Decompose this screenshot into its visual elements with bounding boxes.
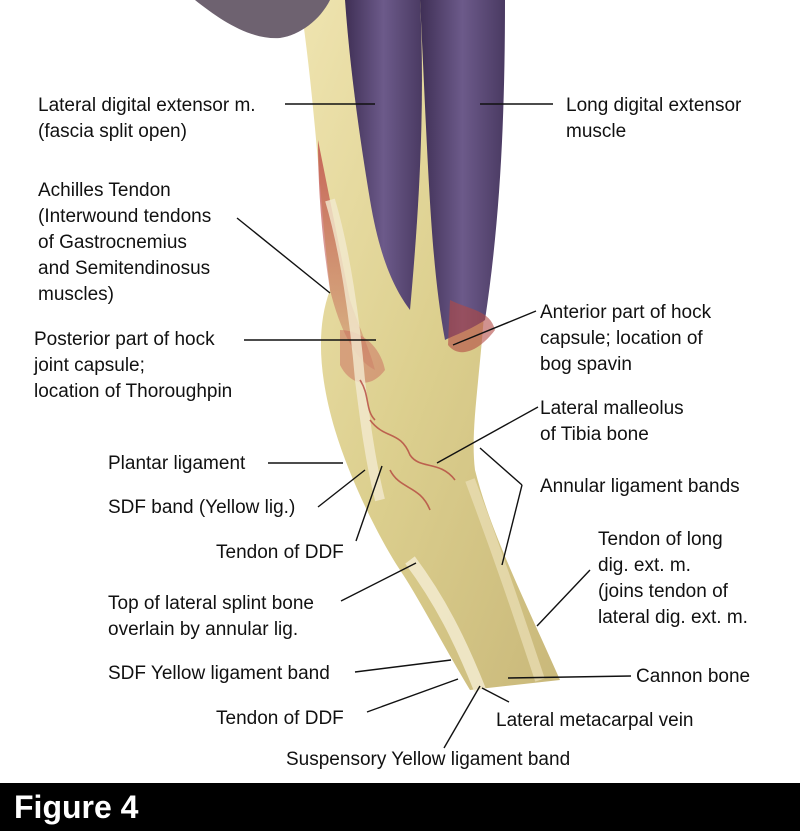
anterior-hock-capsule-line: Anterior part of hock [540, 302, 712, 323]
leader-line [479, 447, 523, 486]
tendon-long-dig-ext-line: Tendon of long [598, 529, 723, 550]
lower-tendon-bands [405, 556, 486, 693]
top-lateral-splint-line: Top of lateral splint bone [108, 593, 314, 614]
posterior-hock-capsule-line: location of Thoroughpin [34, 381, 233, 402]
label-posterior-hock-capsule: Posterior part of hock joint capsule; loca… [34, 327, 232, 405]
tendon-ddf-lower-line: Tendon of DDF [216, 708, 344, 729]
top-lateral-splint-line: overlain by annular lig. [108, 619, 299, 640]
long-digital-extensor-line: Long digital extensor [566, 95, 742, 116]
lateral-digital-extensor-line: (fascia split open) [38, 121, 187, 142]
label-anterior-hock-capsule: Anterior part of hock capsule; location o… [540, 300, 711, 378]
leader-line [507, 675, 632, 679]
label-long-digital-extensor: Long digital extensor muscle [566, 93, 741, 145]
achilles-tendon-line: (Interwound tendons [38, 206, 212, 227]
lateral-malleolus-line: of Tibia bone [540, 424, 649, 445]
hock-dissection-illustration [195, 0, 632, 749]
leader-line [481, 687, 510, 703]
label-lateral-digital-extensor: Lateral digital extensor m. (fascia split… [38, 93, 256, 145]
lateral-metacarpal-vein-line: Lateral metacarpal vein [496, 710, 694, 731]
tendon-ddf-upper-line: Tendon of DDF [216, 542, 344, 563]
red-fascia-anterior [448, 300, 495, 353]
annular-ligament-bands-line: Annular ligament bands [540, 476, 740, 497]
label-sdf-band: SDF band (Yellow lig.) [108, 495, 295, 521]
label-cannon-bone: Cannon bone [636, 664, 750, 690]
label-tendon-long-dig-ext: Tendon of long dig. ext. m. (joins tendon … [598, 527, 748, 631]
figure-caption-bar: Figure 4 [0, 783, 800, 831]
leader-line [366, 678, 459, 713]
plantar-ligament-line: Plantar ligament [108, 453, 246, 474]
anterior-hock-capsule-line: bog spavin [540, 354, 632, 375]
figure-label: Figure 4 [14, 789, 139, 825]
lateral-malleolus-line: Lateral malleolus [540, 398, 684, 419]
achilles-tendon-line: of Gastrocnemius [38, 232, 187, 253]
leader-line [443, 685, 481, 749]
label-annular-ligament-bands: Annular ligament bands [540, 474, 740, 500]
lateral-digital-extensor-line: Lateral digital extensor m. [38, 95, 256, 116]
label-plantar-ligament: Plantar ligament [108, 451, 245, 477]
leader-line [452, 310, 537, 346]
achilles-tendon-line: and Semitendinosus [38, 258, 211, 279]
leader-line [355, 465, 383, 542]
label-top-lateral-splint: Top of lateral splint bone overlain by an… [108, 591, 314, 643]
leader-line [354, 659, 452, 673]
lateral-digital-extensor-muscle [345, 0, 422, 310]
long-digital-extensor-line: muscle [566, 121, 627, 142]
leader-line [236, 217, 331, 294]
upper-limb-remnant [195, 0, 330, 39]
red-fascia-upper [318, 140, 375, 370]
blood-vessels [359, 379, 456, 511]
anterior-hock-capsule-line: capsule; location of [540, 328, 703, 349]
label-lateral-metacarpal-vein: Lateral metacarpal vein [496, 708, 694, 734]
leader-line [536, 569, 591, 627]
label-achilles-tendon: Achilles Tendon (Interwound tendons of Gas… [38, 178, 211, 308]
sdf-yellow-ligament-line: SDF Yellow ligament band [108, 663, 330, 684]
label-lateral-malleolus: Lateral malleolus of Tibia bone [540, 396, 684, 448]
posterior-hock-capsule-line: Posterior part of hock [34, 329, 215, 350]
tendon-long-dig-ext-line: (joins tendon of [598, 581, 728, 602]
long-digital-extensor-muscle [420, 0, 505, 340]
achilles-tendon-line: Achilles Tendon [38, 180, 171, 201]
leader-line [436, 406, 539, 464]
leader-line [317, 469, 366, 508]
label-suspensory-yellow-ligament: Suspensory Yellow ligament band [286, 747, 570, 773]
lower-tendon-bands-2 [465, 478, 545, 682]
posterior-hock-capsule-line: joint capsule; [34, 355, 145, 376]
suspensory-yellow-ligament-line: Suspensory Yellow ligament band [286, 749, 571, 770]
cannon-bone-line: Cannon bone [636, 666, 751, 687]
achilles-tendon-line: muscles) [38, 284, 115, 305]
leader-line [501, 484, 523, 566]
tendon-long-dig-ext-line: dig. ext. m. [598, 555, 691, 576]
leader-line [340, 562, 417, 602]
leader-lines [236, 103, 632, 749]
label-sdf-yellow-ligament: SDF Yellow ligament band [108, 661, 330, 687]
label-tendon-ddf-upper: Tendon of DDF [216, 540, 344, 566]
sdf-band-line: SDF band (Yellow lig.) [108, 497, 296, 518]
tendon-long-dig-ext-line: lateral dig. ext. m. [598, 607, 748, 628]
achilles-tendon-band [325, 198, 385, 502]
label-tendon-ddf-lower: Tendon of DDF [216, 706, 344, 732]
